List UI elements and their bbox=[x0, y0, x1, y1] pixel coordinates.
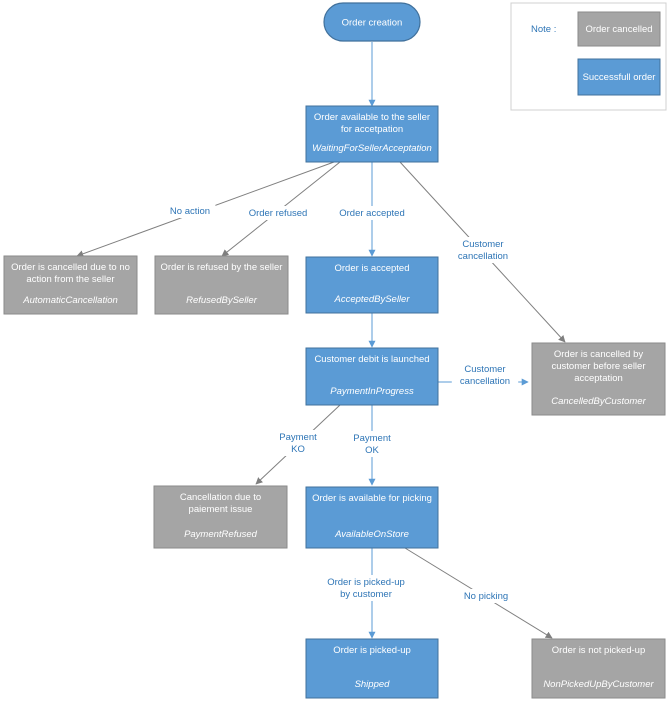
node-label: action from the seller bbox=[26, 274, 114, 285]
node-label: Order creation bbox=[342, 18, 403, 29]
edge-order-accepted: Order accepted bbox=[333, 162, 411, 257]
edge-label: No action bbox=[170, 206, 210, 217]
node-label: Order is picked-up bbox=[333, 645, 411, 656]
edge-label-bg bbox=[451, 362, 519, 388]
node-label: Cancellation due to bbox=[180, 492, 261, 503]
node-label: paiement issue bbox=[189, 504, 253, 515]
node-label: Order is accepted bbox=[335, 263, 410, 274]
edge-label: Payment bbox=[353, 433, 391, 444]
node-box bbox=[153, 485, 288, 549]
node-box bbox=[305, 638, 439, 699]
legend-title: Note : bbox=[531, 24, 556, 35]
legend-success-swatch bbox=[577, 58, 661, 96]
node-box bbox=[323, 2, 421, 42]
node-status: RefusedBySeller bbox=[186, 295, 258, 306]
node-status: NonPickedUpByCustomer bbox=[543, 679, 654, 690]
edge-no-picking: No picking bbox=[404, 547, 553, 639]
node-status: CancelledByCustomer bbox=[551, 396, 646, 407]
edge-label: Order accepted bbox=[339, 208, 404, 219]
node-label: Order is cancelled due to no bbox=[11, 262, 130, 273]
edge-label: Customer bbox=[464, 364, 505, 375]
node-payment-progress: Customer debit is launchedPaymentInProgr… bbox=[305, 347, 439, 406]
edge-label: Payment bbox=[279, 432, 317, 443]
node-status: AvailableOnStore bbox=[334, 529, 409, 540]
edge-label: Order refused bbox=[249, 208, 308, 219]
edge-label: cancellation bbox=[460, 376, 510, 387]
node-label: Order is not picked-up bbox=[552, 645, 645, 656]
node-box bbox=[3, 255, 138, 315]
edge-no-action: No action bbox=[76, 161, 335, 258]
node-label: Customer debit is launched bbox=[314, 354, 429, 365]
node-start: Order creation bbox=[323, 2, 421, 42]
node-available-store: Order is available for pickingAvailableO… bbox=[305, 486, 439, 549]
legend-success-label: Successfull order bbox=[583, 72, 656, 83]
edge-label: Customer bbox=[462, 239, 503, 250]
node-status: AutomaticCancellation bbox=[22, 295, 118, 306]
edge-label: No picking bbox=[464, 591, 508, 602]
edge-label-bg bbox=[317, 575, 415, 601]
node-not-picked: Order is not picked-upNonPickedUpByCusto… bbox=[531, 638, 666, 699]
edge-label-bg bbox=[277, 430, 319, 456]
node-box bbox=[531, 638, 666, 699]
edge-label-bg bbox=[458, 589, 514, 603]
node-box bbox=[305, 256, 439, 314]
node-refused: Order is refused by the sellerRefusedByS… bbox=[154, 255, 289, 315]
node-box bbox=[305, 105, 439, 163]
node-status: Shipped bbox=[355, 679, 391, 690]
node-status: WaitingForSellerAcceptation bbox=[312, 143, 432, 154]
node-box bbox=[305, 486, 439, 549]
node-box bbox=[305, 347, 439, 406]
node-label: Order is available for picking bbox=[312, 493, 432, 504]
node-status: AcceptedBySeller bbox=[334, 294, 411, 305]
node-status: PaymentInProgress bbox=[330, 386, 414, 397]
edge-label-bg bbox=[164, 204, 216, 218]
edge-label-bg bbox=[351, 431, 393, 457]
legend-cancelled-label: Order cancelled bbox=[585, 24, 652, 35]
node-label: customer before seller bbox=[552, 361, 646, 372]
edge-label: cancellation bbox=[458, 251, 508, 262]
node-label: Order is cancelled by bbox=[554, 349, 643, 360]
node-label: for accetpation bbox=[341, 124, 403, 135]
node-label: Order available to the seller bbox=[314, 112, 430, 123]
node-box bbox=[531, 342, 666, 416]
edge-label: KO bbox=[291, 444, 305, 455]
edge-label-bg bbox=[449, 237, 517, 263]
edge-order-refused: Order refused bbox=[221, 161, 341, 257]
node-status: PaymentRefused bbox=[184, 529, 258, 540]
node-label: Order is refused by the seller bbox=[161, 262, 283, 273]
edge-label: by customer bbox=[340, 589, 392, 600]
edge-label-bg bbox=[333, 206, 411, 220]
legend-cancelled-swatch bbox=[577, 11, 661, 47]
node-label: acceptation bbox=[574, 373, 623, 384]
edge-label: OK bbox=[365, 445, 379, 456]
node-box bbox=[154, 255, 289, 315]
edge-label-bg bbox=[242, 206, 314, 220]
edge-label: Order is picked-up bbox=[327, 577, 405, 588]
